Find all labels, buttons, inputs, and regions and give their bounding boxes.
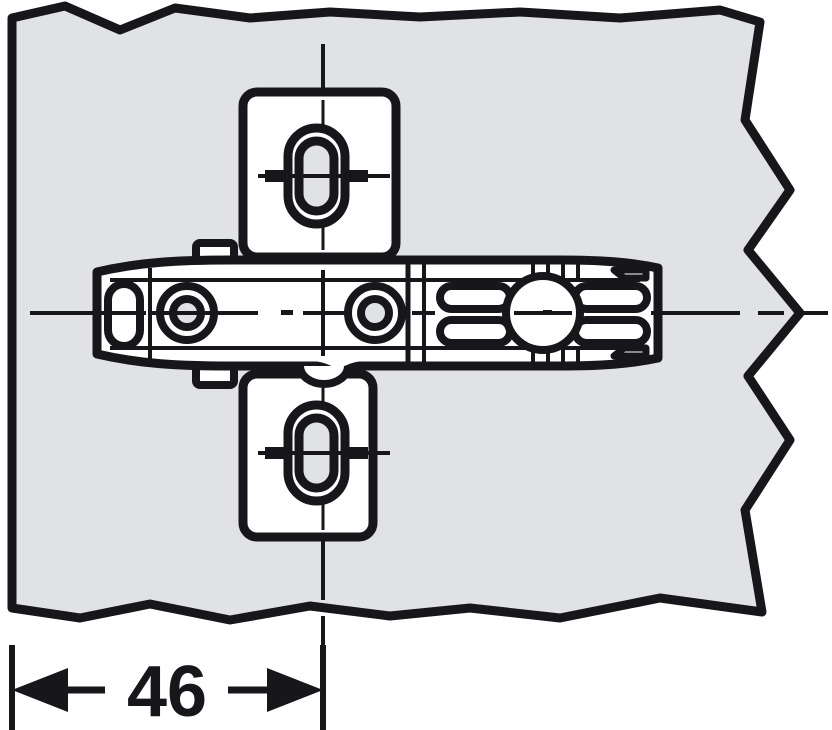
hinge-arm bbox=[92, 239, 664, 389]
lower-plate-crosshair-left-stub bbox=[265, 447, 291, 459]
dimension-46: 46 bbox=[9, 645, 326, 730]
dim-arrowhead-right bbox=[267, 668, 323, 712]
upper-plate-crosshair-right-stub bbox=[342, 170, 368, 182]
dim-arrowhead-left bbox=[12, 668, 68, 712]
corner-hook-top-right bbox=[610, 266, 650, 282]
upper-plate-crosshair-left-stub bbox=[265, 170, 291, 182]
lower-mounting-plate bbox=[238, 369, 390, 542]
dimension-value-46: 46 bbox=[127, 652, 207, 730]
oblong-slot-bottom-left bbox=[436, 316, 514, 347]
oblong-slot-bottom-right bbox=[571, 316, 651, 347]
upper-mounting-plate bbox=[238, 87, 401, 262]
oblong-slot-top-left bbox=[436, 282, 514, 313]
flange-ticks bbox=[531, 262, 580, 364]
corner-hook-bottom-right bbox=[610, 344, 650, 360]
oblong-slot-top-right bbox=[571, 282, 651, 313]
lower-plate-crosshair-right-stub bbox=[342, 447, 368, 459]
hinge-arm-notch-bottom bbox=[296, 365, 352, 388]
screw-hole-2-inner bbox=[357, 295, 393, 331]
